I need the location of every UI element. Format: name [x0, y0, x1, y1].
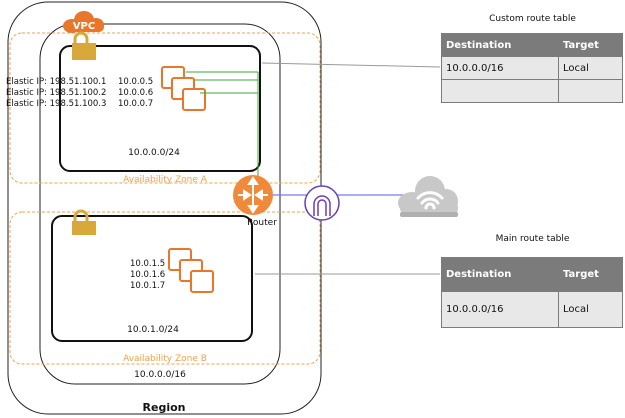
internet-gateway-icon[interactable] [304, 185, 340, 221]
vpc-boundary [39, 23, 281, 385]
destination-cell: 10.0.0.0/16 [441, 56, 559, 80]
private-ip-label: 10.0.1.5 [130, 259, 165, 269]
vpc-badge-label: VPC [73, 21, 95, 32]
subnet-b[interactable] [51, 215, 253, 342]
connector-custom-route-table [261, 62, 441, 68]
elastic-ip-label: Elastic IP: 198.51.100.1 [6, 77, 106, 87]
subnet-b-cidr: 10.0.1.0/24 [127, 325, 179, 335]
main-route-table: Destination Target 10.0.0.0/16 Local [441, 257, 623, 328]
vpc-cidr: 10.0.0.0/16 [134, 370, 186, 380]
internet-cloud-icon[interactable] [398, 176, 458, 217]
table-row: 10.0.0.0/16 Local [441, 56, 623, 80]
table-row: 10.0.0.0/16 Local [441, 291, 623, 328]
instance-icon[interactable] [161, 66, 206, 111]
elastic-ip-label: Elastic IP: 198.51.100.3 [6, 99, 106, 109]
destination-cell [441, 79, 559, 103]
private-ip-label: 10.0.1.7 [130, 281, 165, 291]
router-icon[interactable] [233, 175, 273, 215]
column-header-target: Target [558, 257, 623, 292]
custom-route-table-title: Custom route table [489, 14, 576, 24]
private-ip-label: 10.0.0.7 [118, 99, 153, 109]
private-ip-label: 10.0.0.6 [118, 88, 153, 98]
region-label: Region [143, 401, 186, 414]
private-ip-label: 10.0.1.6 [130, 270, 165, 280]
table-row [441, 79, 623, 103]
lock-icon [72, 31, 96, 60]
router-label: Router [247, 218, 277, 228]
subnet-a[interactable] [59, 45, 261, 172]
route-lines [186, 71, 259, 178]
availability-zone-a-label: Availability Zone A [123, 175, 208, 185]
instance-icon[interactable] [168, 248, 214, 293]
column-header-destination: Destination [441, 257, 559, 292]
target-cell [558, 79, 623, 103]
private-ip-label: 10.0.0.5 [118, 77, 153, 87]
availability-zone-b-label: Availability Zone B [123, 354, 207, 364]
vpc-cloud-icon: VPC [63, 11, 104, 33]
availability-zone-a [9, 32, 321, 184]
lock-icon [72, 209, 96, 235]
destination-cell: 10.0.0.0/16 [441, 291, 559, 328]
column-header-target: Target [558, 33, 623, 57]
column-header-destination: Destination [441, 33, 559, 57]
target-cell: Local [558, 56, 623, 80]
target-cell: Local [558, 291, 623, 328]
subnet-a-cidr: 10.0.0.0/24 [128, 148, 180, 158]
custom-route-table: Destination Target 10.0.0.0/16 Local [441, 33, 623, 103]
elastic-ip-label: Elastic IP: 198.51.100.2 [6, 88, 106, 98]
main-route-table-title: Main route table [495, 234, 570, 244]
region-boundary [7, 1, 322, 415]
availability-zone-b [9, 211, 321, 365]
